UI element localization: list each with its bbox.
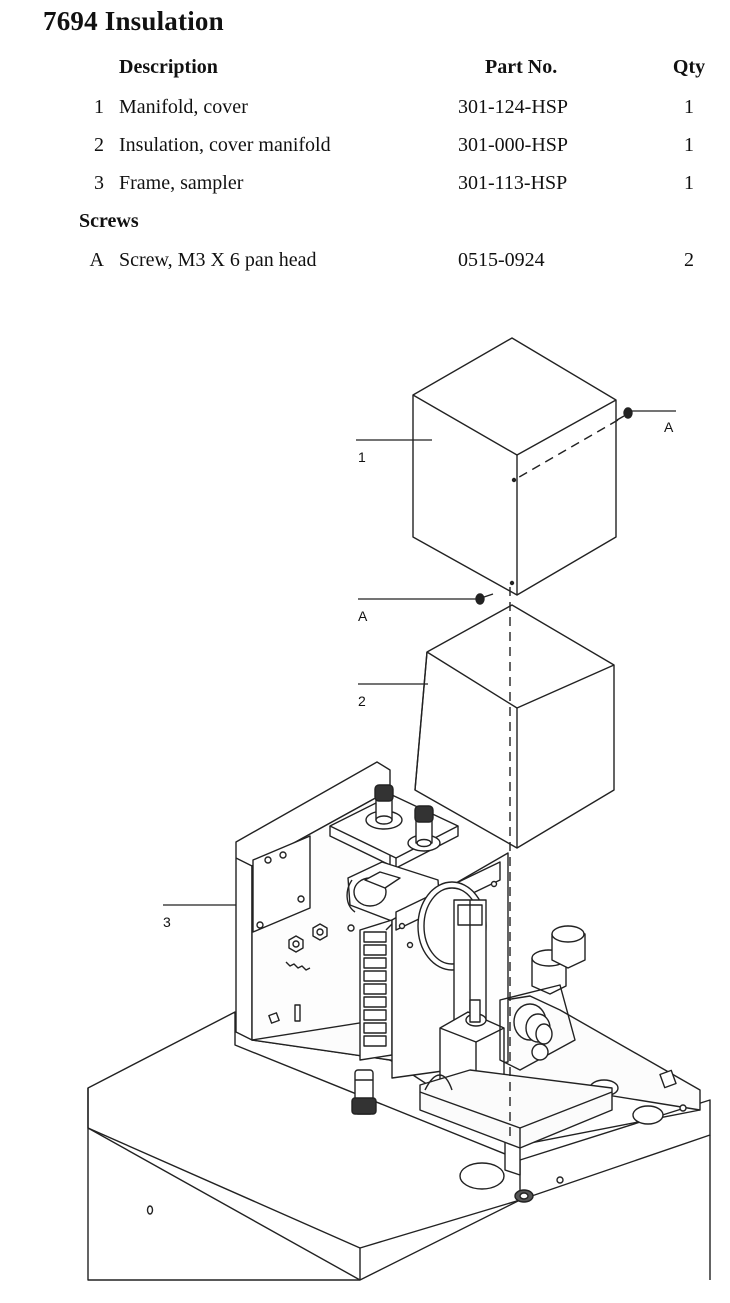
row-description: Manifold, cover [119, 96, 248, 118]
row-part-no: 301-113-HSP [458, 172, 568, 194]
row-qty: 2 [684, 249, 694, 271]
callout-3: 3 [163, 914, 171, 930]
table-row: 3 Frame, sampler 301-113-HSP 1 [0, 172, 730, 202]
assembly-guide-lines [509, 419, 619, 1140]
table-row: 2 Insulation, cover manifold 301-000-HSP… [0, 134, 730, 164]
row-index: A [89, 249, 104, 271]
table-row: 1 Manifold, cover 301-124-HSP 1 [0, 96, 730, 126]
row-index: 2 [94, 134, 104, 156]
page-title: 7694 Insulation [43, 6, 224, 36]
sampler-internals [329, 784, 613, 1149]
screw-a-top [616, 407, 633, 421]
row-description: Insulation, cover manifold [119, 134, 331, 156]
row-part-no: 301-124-HSP [458, 96, 569, 118]
row-qty: 1 [684, 134, 694, 156]
header-qty: Qty [672, 56, 706, 78]
header-part-no: Part No. [485, 56, 558, 78]
insulation-cover-manifold [414, 604, 615, 849]
row-description: Screw, M3 X 6 pan head [119, 249, 317, 271]
row-index: 3 [94, 172, 104, 194]
manifold-cover [412, 337, 617, 596]
table-header: Description Part No. Qty [0, 56, 730, 86]
row-part-no: 0515-0924 [458, 249, 545, 271]
screw-a-bottom [475, 593, 494, 605]
sampler-base-cabinet [87, 1011, 711, 1281]
callout-2: 2 [358, 693, 366, 709]
row-qty: 1 [684, 172, 694, 194]
row-index: 1 [94, 96, 104, 118]
callout-a-top: A [664, 419, 674, 435]
row-part-no: 301-000-HSP [458, 134, 569, 156]
callout-leaders [163, 410, 676, 906]
callout-a-bottom: A [358, 608, 368, 624]
callout-1: 1 [358, 449, 366, 465]
section-heading-screws: Screws [79, 210, 139, 232]
header-description: Description [119, 56, 218, 78]
row-qty: 1 [684, 96, 694, 118]
row-description: Frame, sampler [119, 172, 244, 194]
table-row: A Screw, M3 X 6 pan head 0515-0924 2 [0, 249, 730, 279]
